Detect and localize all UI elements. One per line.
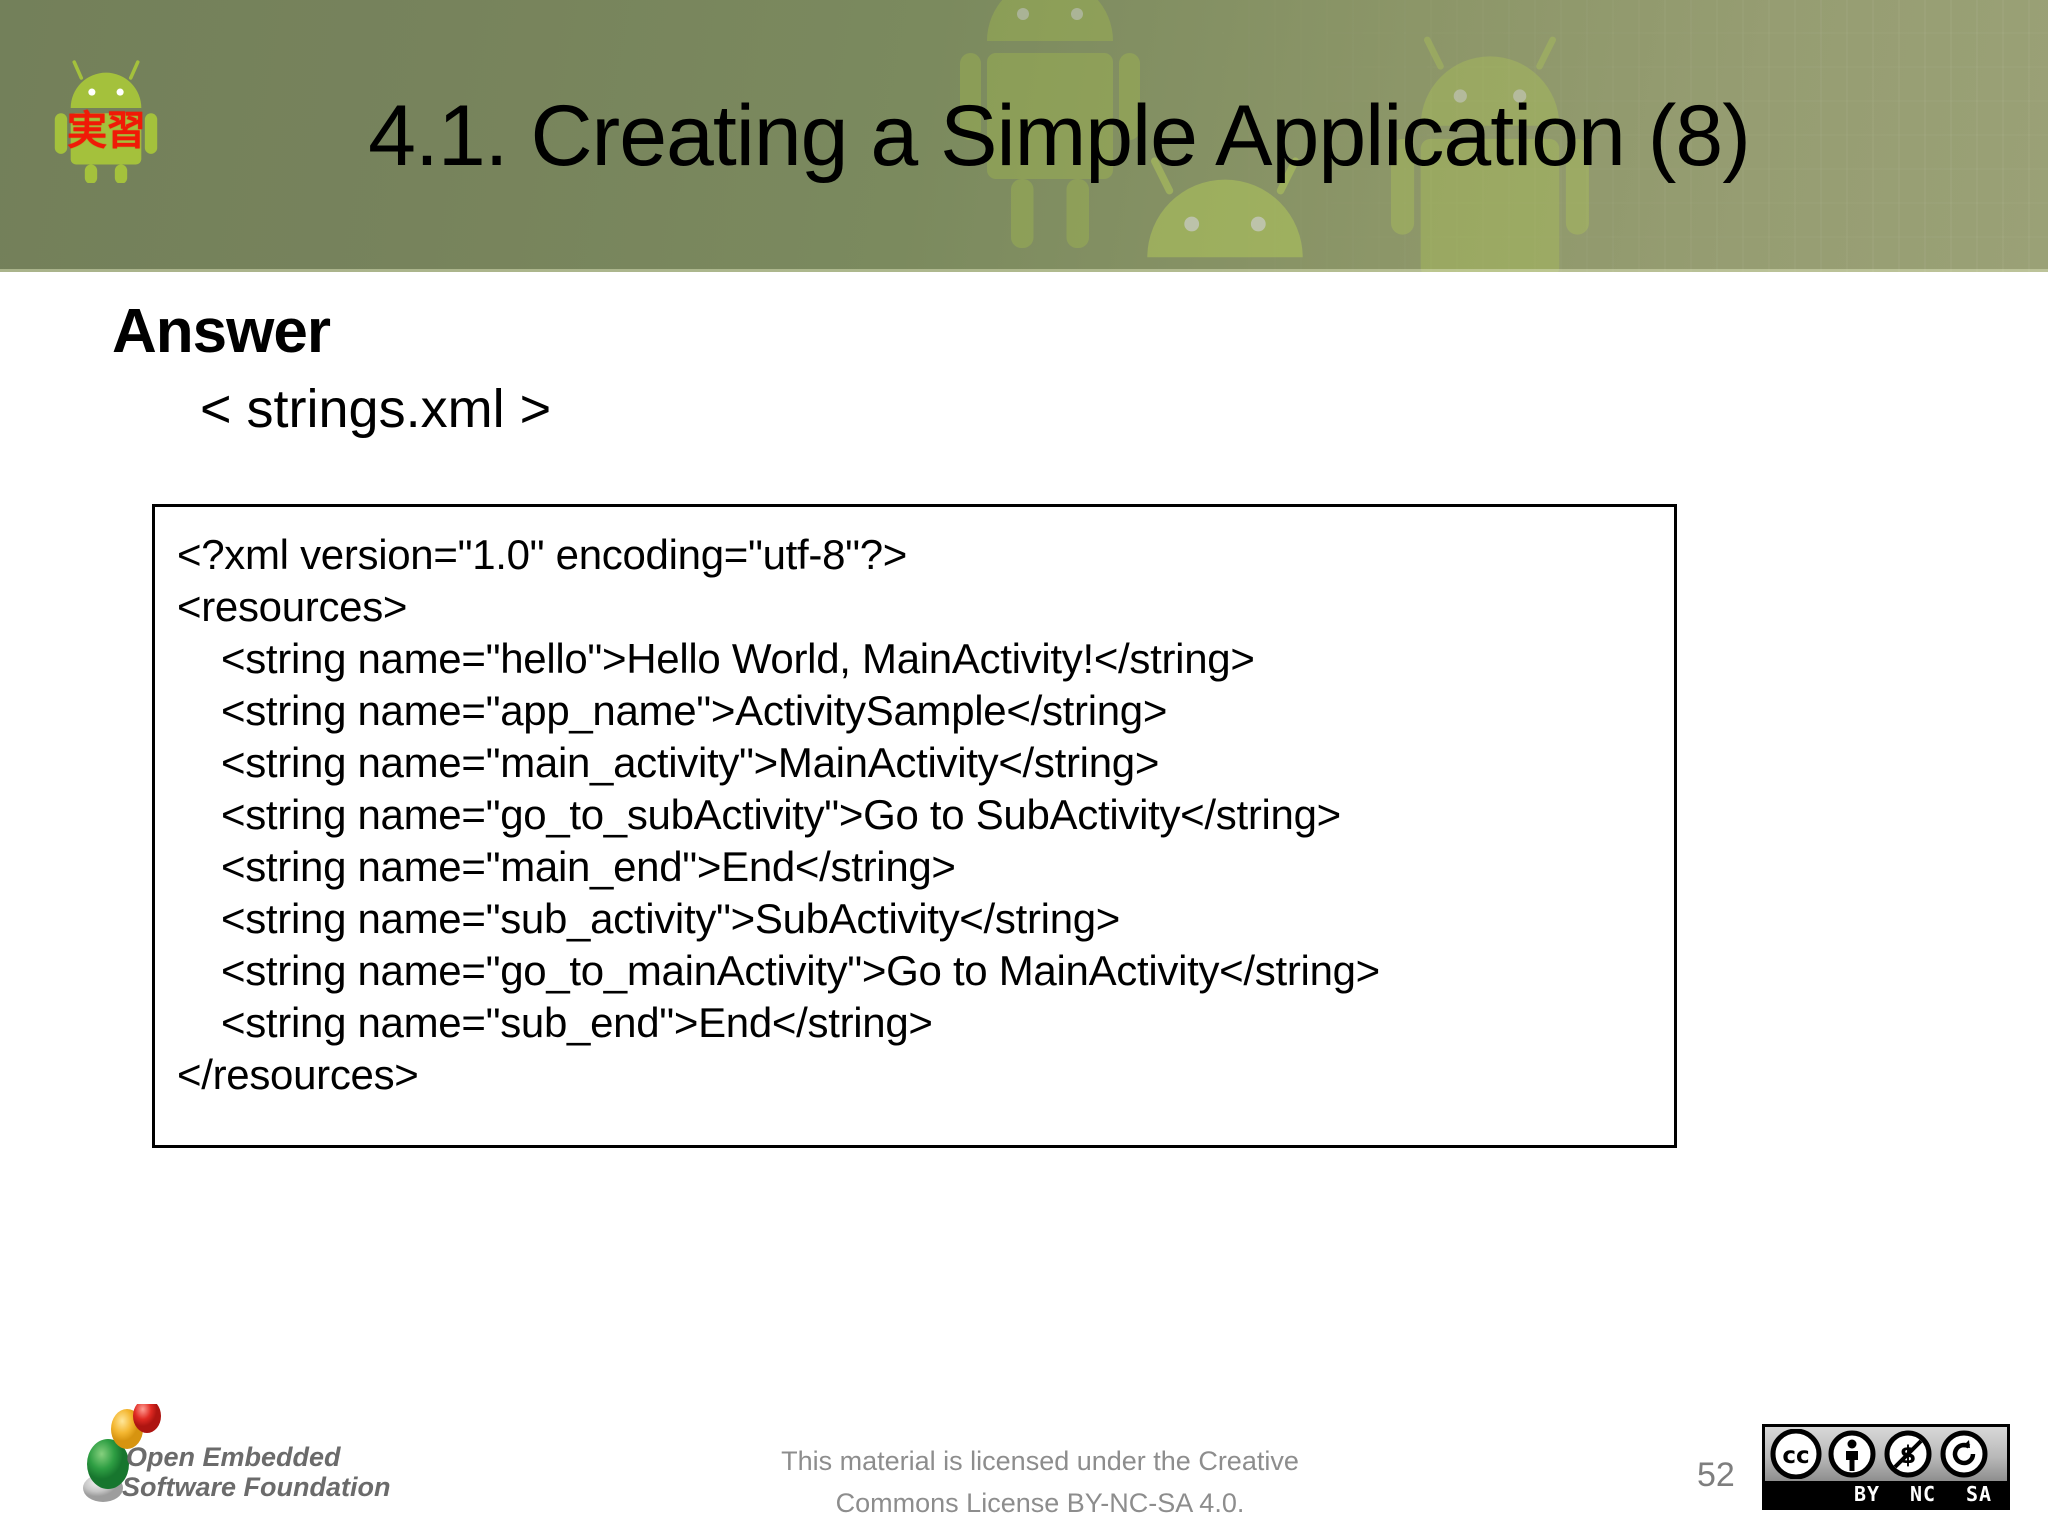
oesf-logo-line2: Software Foundation [122,1472,390,1502]
page-number: 52 [1697,1456,1735,1494]
code-line: </resources> [177,1051,419,1098]
ghost-android-robot-icon [960,0,1140,254]
code-line: <string name="go_to_subActivity">Go to S… [221,791,1341,838]
oesf-logo: Open Embedded Software Foundation [74,1404,394,1522]
code-line: <string name="go_to_mainActivity">Go to … [221,947,1380,994]
slide-title: 4.1. Creating a Simple Application (8) [368,87,1751,184]
android-badge-logo: 実習 [52,55,160,183]
cc-term-nc: NC [1909,1482,1937,1506]
ghost-android-robot-icon [1390,30,1590,272]
license-line-1: This material is licensed under the Crea… [781,1446,1299,1476]
code-line: <resources> [177,583,408,630]
oesf-logo-line1: Open Embedded [126,1442,341,1472]
answer-heading: Answer [112,297,331,366]
code-line: <string name="main_end">End</string> [221,843,956,890]
code-line: <string name="main_activity">MainActivit… [221,739,1160,786]
code-line: <string name="sub_end">End</string> [221,999,933,1046]
license-line-2: Commons License BY-NC-SA 4.0. [835,1488,1245,1518]
code-line: <?xml version="1.0" encoding="utf-8"?> [177,531,908,578]
cc-badge-icons: cc $ [1765,1427,2007,1481]
code-block: <?xml version="1.0" encoding="utf-8"?> <r… [152,504,1677,1148]
circuit-texture [0,0,2048,272]
license-text: This material is licensed under the Crea… [700,1440,1380,1524]
file-subtitle: < strings.xml > [200,379,552,439]
creative-commons-badge: cc $ BY NC SA [1762,1424,2010,1510]
cc-mark-label: cc [1782,1443,1809,1469]
slide-header-banner: 実習 4.1. Creating a Simple Application (8… [0,0,2048,272]
cc-term-sa: SA [1965,1482,1993,1506]
badge-kanji-label: 実習 [67,108,146,154]
cc-badge-terms: BY NC SA [1765,1481,2007,1507]
code-line: <string name="hello">Hello World, MainAc… [221,635,1255,682]
code-line: <string name="sub_activity">SubActivity<… [221,895,1121,942]
code-line: <string name="app_name">ActivitySample</… [221,687,1168,734]
ghost-android-robot-icon [1110,150,1340,272]
header-divider [0,269,2048,272]
cc-term-by: BY [1853,1482,1881,1506]
